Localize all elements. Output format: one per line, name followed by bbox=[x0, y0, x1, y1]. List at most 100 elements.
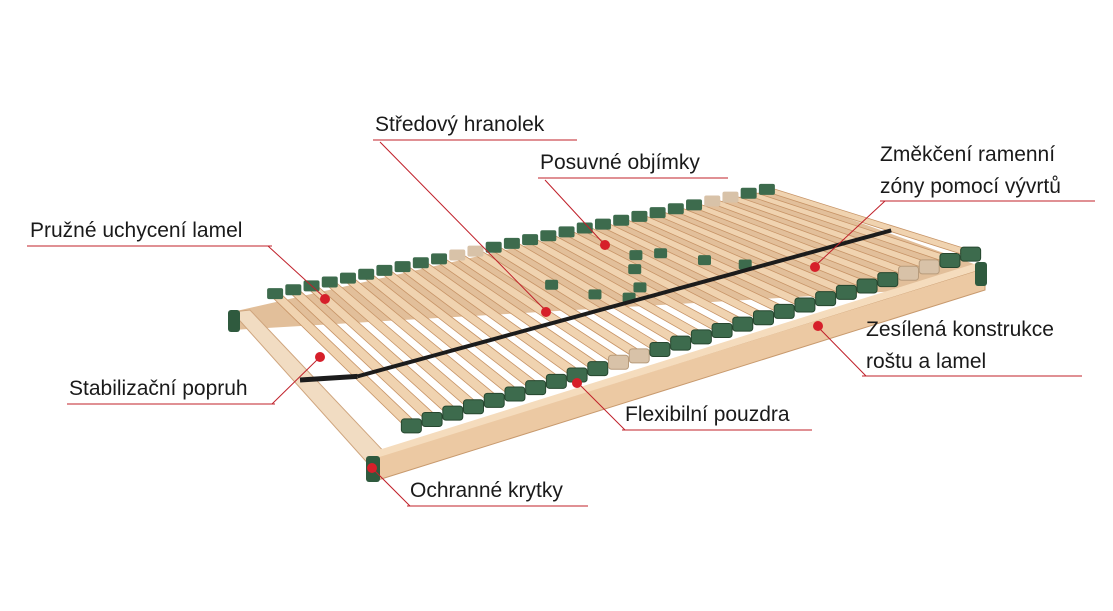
marker-flexibilni bbox=[572, 378, 582, 388]
slat-holder-near bbox=[898, 265, 919, 281]
leader-posuvne-diag bbox=[544, 179, 605, 245]
marker-zesilena bbox=[813, 321, 823, 331]
label-stredovy-hranolek: Středový hranolek bbox=[375, 113, 545, 136]
slat-holder-far bbox=[485, 241, 502, 253]
marker-zmekceni bbox=[810, 262, 820, 272]
slat-holder-near bbox=[960, 246, 982, 262]
sliding-clip bbox=[697, 255, 711, 266]
slat-holder-far bbox=[576, 222, 593, 234]
slat-holder-far bbox=[449, 249, 466, 261]
slat-holder-near bbox=[421, 411, 443, 427]
slat-holder-far bbox=[649, 207, 666, 219]
leader-zesilena-diag bbox=[817, 326, 867, 377]
slat-holder-near bbox=[525, 380, 547, 396]
slat-holder-near bbox=[815, 291, 837, 307]
slat-holder-near bbox=[690, 329, 712, 345]
slat-holder-far bbox=[412, 257, 429, 269]
slat-holder-near bbox=[628, 348, 650, 364]
strap-tail bbox=[299, 373, 358, 383]
label-zesilena-line1: Zesílená konstrukce bbox=[866, 318, 1054, 341]
marker-ochranne bbox=[367, 463, 377, 473]
sliding-clip bbox=[633, 282, 647, 293]
slat-holder-near bbox=[463, 399, 484, 415]
slat-holder-near bbox=[939, 253, 961, 269]
marker-stabilizacni bbox=[315, 352, 325, 362]
label-zmekceni-ramenni-zony: Změkčení ramenní zóny pomocí vývrtů bbox=[880, 139, 1061, 203]
slats-group bbox=[267, 183, 982, 434]
slat-holder-far bbox=[267, 288, 284, 300]
slat-holder-near bbox=[442, 405, 464, 421]
slat-holder-near bbox=[794, 297, 816, 313]
slat-holder-far bbox=[722, 191, 739, 203]
leader-flexibilni-diag bbox=[577, 382, 626, 431]
slat-holder-near bbox=[711, 322, 733, 338]
slat-holder-far bbox=[758, 183, 775, 195]
protective-cap-head bbox=[975, 262, 987, 286]
slat-holder-far bbox=[431, 253, 448, 265]
marker-dots bbox=[315, 240, 823, 473]
label-zesilena-line2: roštu a lamel bbox=[866, 350, 987, 373]
slat-holder-far bbox=[503, 237, 520, 249]
slat-holder-far bbox=[558, 226, 575, 238]
slat-holder-near bbox=[608, 354, 629, 370]
leader-zmekceni-diag bbox=[814, 200, 886, 267]
slat-holder-far bbox=[376, 264, 393, 276]
slat-holder-near bbox=[483, 392, 505, 408]
slat-holder-near bbox=[753, 310, 774, 326]
slat-holder-near bbox=[877, 272, 899, 288]
slat-holder-far bbox=[467, 245, 484, 257]
slat-holder-far bbox=[358, 268, 375, 280]
slat-holder-far bbox=[631, 210, 648, 222]
marker-pruzne bbox=[320, 294, 330, 304]
leader-stabilizacni-diag bbox=[271, 356, 321, 405]
slat-holder-far bbox=[704, 195, 721, 207]
label-zmekceni-line2: zóny pomocí vývrtů bbox=[880, 175, 1061, 198]
slat-holder-far bbox=[339, 272, 356, 284]
sliding-clip bbox=[738, 259, 752, 270]
label-stabilizacni-popruh: Stabilizační popruh bbox=[69, 377, 248, 400]
slat-holder-near bbox=[504, 386, 526, 402]
leader-ochranne-diag bbox=[371, 467, 411, 507]
slat-holder-near bbox=[773, 303, 795, 319]
label-posuvne-objimky: Posuvné objímky bbox=[540, 151, 700, 174]
slat-holder-near bbox=[856, 278, 878, 294]
slat-holder-far bbox=[667, 203, 684, 215]
slat-holder-far bbox=[285, 284, 302, 296]
label-zesilena-konstrukce: Zesílená konstrukce roštu a lamel bbox=[866, 314, 1054, 378]
stabilization-strap bbox=[299, 228, 892, 383]
slat-holder-near bbox=[918, 259, 940, 275]
slat-holder-near bbox=[732, 316, 754, 332]
slat-holder-near bbox=[545, 373, 567, 389]
slat-holder-near bbox=[400, 418, 422, 434]
slat-holder-far bbox=[613, 214, 630, 226]
protective-cap-back bbox=[228, 310, 240, 332]
label-flexibilni-pouzdra: Flexibilní pouzdra bbox=[625, 403, 790, 426]
slat-holder-far bbox=[522, 234, 539, 246]
slat-holder-near bbox=[649, 342, 671, 358]
label-pruzne-uchyceni: Pružné uchycení lamel bbox=[30, 219, 243, 242]
marker-posuvne bbox=[600, 240, 610, 250]
leader-pruzne-diag bbox=[267, 245, 326, 299]
marker-stredovy bbox=[541, 307, 551, 317]
sliding-clip bbox=[628, 264, 642, 275]
sliding-clip bbox=[654, 248, 668, 259]
leader-lines bbox=[27, 139, 1095, 507]
sliding-clip bbox=[588, 289, 602, 300]
slat-holder-far bbox=[686, 199, 703, 211]
near-side-rail-top bbox=[372, 262, 985, 458]
slat-holder-near bbox=[835, 284, 857, 300]
label-zmekceni-line1: Změkčení ramenní bbox=[880, 143, 1056, 166]
sliding-clip bbox=[545, 279, 559, 290]
slat-holder-far bbox=[394, 261, 411, 273]
sliding-clip bbox=[629, 250, 643, 261]
slat-holder-far bbox=[740, 187, 757, 199]
leader-stredovy-diag bbox=[379, 141, 547, 312]
slat-holder-far bbox=[321, 276, 338, 288]
slat-holder-near bbox=[670, 335, 692, 351]
label-ochranne-krytky: Ochranné krytky bbox=[410, 479, 563, 502]
slat-holder-near bbox=[587, 361, 609, 377]
strap-line bbox=[357, 228, 892, 379]
slat-holder-far bbox=[594, 218, 611, 230]
slat-holder-far bbox=[540, 230, 557, 242]
